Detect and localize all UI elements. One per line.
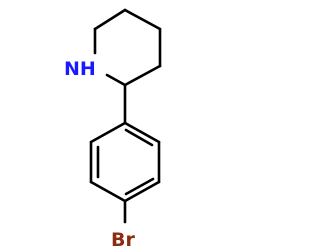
double-bond-ar1-ar2: [124, 128, 154, 147]
bond-ar1-ar2: [123, 121, 161, 144]
bond-ar3-ar4: [123, 180, 161, 203]
bond-ar6-ar1: [89, 121, 127, 144]
bond-ar4-ar5: [89, 180, 127, 203]
bromine-label: Br: [111, 229, 135, 250]
bond-n1-c2: [105, 73, 127, 87]
nitrogen-label: NH: [64, 58, 96, 80]
piperidine-ring: [93, 8, 162, 87]
molecule-diagram: NH Br: [64, 8, 162, 250]
bond-c5-c6: [93, 8, 127, 31]
benzene-ring: [89, 121, 161, 203]
double-bond-ar3-ar4: [124, 177, 155, 196]
bond-c4-c5: [123, 8, 162, 31]
bond-c2-c3: [123, 64, 162, 87]
structure-drawing: NH Br: [64, 8, 162, 250]
